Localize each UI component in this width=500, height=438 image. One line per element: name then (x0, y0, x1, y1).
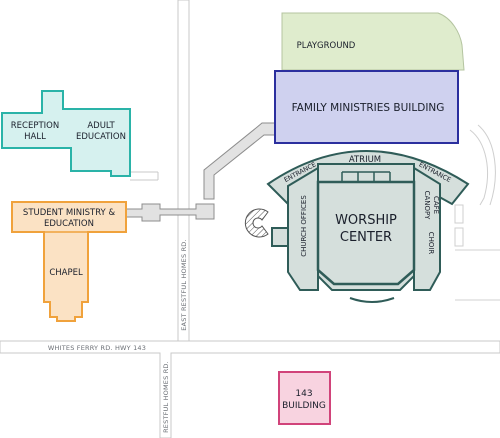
restful-homes-road-label: RESTFUL HOMES RD. (162, 361, 170, 433)
worship-sanctuary (316, 180, 416, 286)
canopy-cafe-label-line1: CANOPY (423, 191, 431, 220)
student-ministry-label-line1: STUDENT MINISTRY & (23, 208, 116, 218)
office-annex (271, 227, 289, 247)
worship-center-label-line2: CENTER (340, 230, 392, 245)
reception-hall-label-line1: RECEPTION (11, 121, 59, 131)
front-canopy-arc (349, 297, 395, 303)
covered-walkway-north (203, 122, 276, 200)
student-ministry-chapel-building (11, 201, 127, 322)
student-ministry-label-line2: EDUCATION (44, 219, 94, 229)
choir-label: CHOIR (427, 232, 435, 255)
atrium-label: ATRIUM (349, 155, 381, 165)
adult-education-label-line1: ADULT (87, 121, 115, 131)
adult-education-label-line2: EDUCATION (76, 132, 126, 142)
building-143-label-line2: BUILDING (282, 401, 326, 411)
road-whites-ferry (0, 340, 500, 354)
family-ministries-building (274, 70, 459, 144)
playground-label: PLAYGROUND (297, 41, 356, 51)
church-offices-block (287, 166, 319, 291)
building-143-label-line1: 143 (295, 389, 312, 399)
chapel-label: CHAPEL (49, 268, 83, 278)
reception-hall-label-line2: HALL (24, 132, 46, 142)
parking-outline (454, 124, 496, 247)
east-restful-homes-road-label: EAST RESTFUL HOMES RD. (180, 239, 188, 331)
whites-ferry-road-label: WHITES FERRY RD. HWY 143 (48, 344, 146, 352)
church-offices-label: CHURCH OFFICES (300, 195, 308, 257)
covered-walkway-west (125, 203, 215, 222)
reception-adult-education-building (1, 90, 131, 177)
worship-center-complex (266, 150, 470, 303)
canopy-cafe-block (413, 166, 441, 291)
family-ministries-label: FAMILY MINISTRIES BUILDING (292, 102, 445, 114)
worship-center-label-line1: WORSHIP (335, 213, 397, 228)
atrium-block (317, 163, 415, 183)
canopy-cafe-label-line2: CAFE (432, 196, 440, 214)
hatched-garden (244, 208, 269, 238)
building-143 (278, 371, 331, 425)
playground-area (281, 12, 465, 71)
